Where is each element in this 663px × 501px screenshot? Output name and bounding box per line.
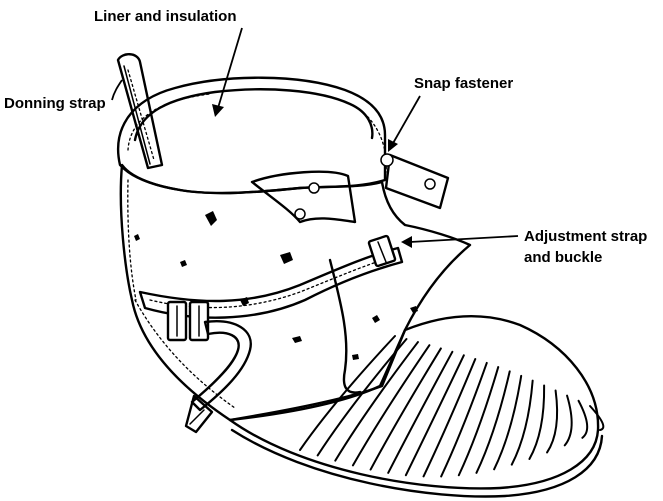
boot-illustration: [116, 53, 605, 498]
toe-cap-rib: [577, 399, 589, 439]
arrowhead-liner: [212, 104, 224, 117]
boot-upper: [119, 163, 472, 422]
toe-cap-rib: [316, 338, 408, 457]
toe-cap-rib: [440, 361, 488, 478]
leader-donning: [111, 79, 123, 101]
callout-liner-and-insulation: Liner and insulation: [94, 8, 237, 25]
toe-cap-rib: [589, 405, 605, 431]
toe-cap-rib: [404, 354, 465, 477]
arrowhead-adjustment: [401, 236, 412, 248]
toe-cap: [228, 315, 605, 498]
arrowhead-snap: [388, 139, 398, 152]
snap-flap: [250, 153, 450, 224]
callouts: Liner and insulation Donning strap Snap …: [4, 8, 647, 266]
toe-cap-rib: [387, 350, 454, 474]
toe-cap-rib: [475, 370, 511, 474]
donning-strap: [116, 53, 164, 170]
toe-cap-rib: [422, 358, 477, 478]
toe-cap-rib: [369, 347, 442, 471]
toe-cap-rib: [546, 389, 559, 454]
adjustment-strap: [138, 234, 404, 434]
callout-donning-strap: Donning strap: [4, 95, 106, 112]
toe-cap-rib: [457, 366, 500, 477]
toe-cap-rib: [351, 344, 431, 467]
toe-cap-rib: [334, 341, 419, 462]
callout-snap-fastener: Snap fastener: [414, 75, 513, 92]
leader-adjustment: [409, 235, 519, 243]
toe-cap-rib: [510, 379, 534, 466]
toe-cap-rib: [493, 374, 523, 471]
liner-collar: [117, 76, 387, 195]
toe-cap-rib: [528, 384, 546, 460]
toe-cap-rib: [563, 394, 573, 447]
leader-liner: [217, 27, 243, 109]
leader-snap: [391, 95, 421, 146]
callout-adjustment-strap-line1: Adjustment strap: [524, 228, 647, 245]
callout-adjustment-strap-line2: and buckle: [524, 249, 602, 266]
toe-cap-ribs: [299, 335, 605, 478]
